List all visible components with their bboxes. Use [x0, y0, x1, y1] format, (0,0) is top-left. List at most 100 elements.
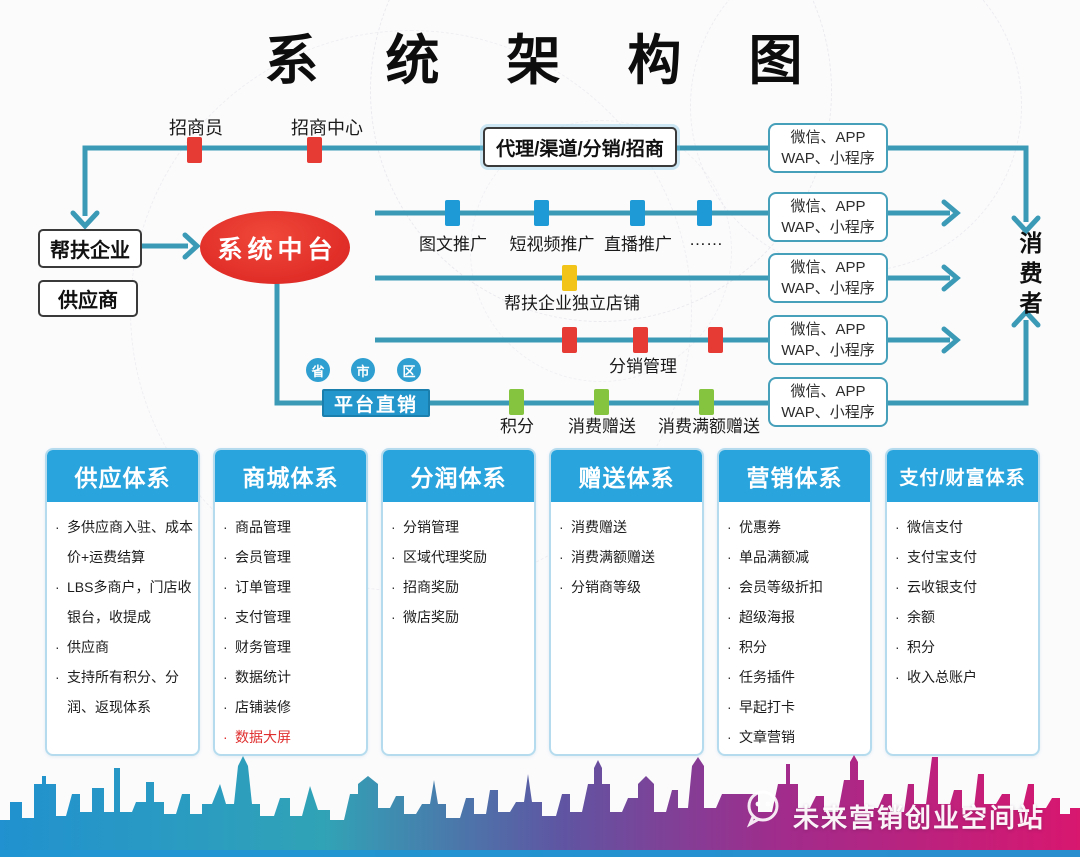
- recruit-center-label: 招商中心: [291, 118, 363, 138]
- node-square-promo-2: [534, 200, 549, 226]
- channel-line2: WAP、小程序: [781, 404, 875, 421]
- promo-label-3: 直播推广: [604, 235, 672, 254]
- promo-label-2: 短视频推广: [509, 235, 595, 254]
- column-item: ·支持所有积分、分润、返现体系: [55, 669, 179, 715]
- region-circle-province: 省: [306, 358, 330, 382]
- node-square-gift-1: [594, 389, 609, 415]
- column-item: ·支付管理: [223, 609, 291, 625]
- column-marketing-system: 营销体系 ·优惠券 ·单品满额减 ·会员等级折扣 ·超级海报 ·积分 ·任务插件…: [717, 448, 872, 756]
- channel-box-5: 微信、APP WAP、小程序: [768, 377, 888, 427]
- column-item-highlight: ·数据大屏: [223, 729, 291, 745]
- column-item: ·招商奖励: [391, 579, 459, 595]
- column-item: ·单品满额减: [727, 549, 809, 565]
- node-square-shop: [562, 265, 577, 291]
- column-item: ·文章营销: [727, 729, 795, 745]
- column-item: ·消费满额赠送: [559, 549, 655, 565]
- brand-chat-bubble-icon: [746, 790, 779, 828]
- column-header: 支付/财富体系: [887, 450, 1038, 502]
- agent-channel-box: 代理/渠道/分销/招商: [483, 127, 677, 167]
- skyline-base-strip: [0, 850, 1080, 857]
- channel-line2: WAP、小程序: [781, 280, 875, 297]
- region-circle-city: 市: [351, 358, 375, 382]
- column-item: ·微店奖励: [391, 609, 459, 625]
- column-item: ·消费赠送: [559, 519, 627, 535]
- column-item: ·收入总账户: [895, 669, 977, 685]
- column-header: 商城体系: [215, 450, 366, 502]
- arrow-right-icon: [941, 199, 961, 227]
- column-item: ·商品管理: [223, 519, 291, 535]
- consume-gift-label: 消费赠送: [568, 417, 636, 436]
- node-square-recruit-center: [307, 137, 322, 163]
- column-item: ·分销管理: [391, 519, 459, 535]
- consume-full-gift-label: 消费满额赠送: [658, 417, 760, 436]
- node-square-dist-2: [633, 327, 648, 353]
- column-item: ·订单管理: [223, 579, 291, 595]
- column-gift-system: 赠送体系 ·消费赠送 ·消费满额赠送 ·分销商等级: [549, 448, 704, 756]
- shop-label: 帮扶企业独立店铺: [504, 294, 640, 313]
- points-label: 积分: [500, 417, 534, 436]
- node-square-promo-1: [445, 200, 460, 226]
- help-enterprise-box: 帮扶企业: [38, 229, 142, 268]
- column-mall-system: 商城体系 ·商品管理 ·会员管理 ·订单管理 ·支付管理 ·财务管理 ·数据统计…: [213, 448, 368, 756]
- column-item-list: ·商品管理 ·会员管理 ·订单管理 ·支付管理 ·财务管理 ·数据统计 ·店铺装…: [215, 512, 366, 752]
- column-item: ·积分: [895, 639, 935, 655]
- region-circle-district: 区: [397, 358, 421, 382]
- column-supply-system: 供应体系 ·多供应商入驻、成本价+运费结算 ·LBS多商户，门店收银台，收提成 …: [45, 448, 200, 756]
- background-globe-arc: [470, 120, 732, 382]
- column-profit-system: 分润体系 ·分销管理 ·区域代理奖励 ·招商奖励 ·微店奖励: [381, 448, 536, 756]
- column-item: ·供应商: [55, 639, 109, 655]
- channel-line1: 微信、APP: [790, 321, 866, 338]
- column-item-list: ·多供应商入驻、成本价+运费结算 ·LBS多商户，门店收银台，收提成 ·供应商 …: [47, 512, 198, 722]
- arrow-right-icon: [182, 232, 201, 260]
- column-item: ·多供应商入驻、成本价+运费结算: [55, 519, 193, 565]
- arrow-down-icon: [70, 210, 100, 230]
- channel-line1: 微信、APP: [790, 129, 866, 146]
- column-item-list: ·优惠券 ·单品满额减 ·会员等级折扣 ·超级海报 ·积分 ·任务插件 ·早起打…: [719, 512, 870, 752]
- channel-line1: 微信、APP: [790, 259, 866, 276]
- column-item: ·云收银支付: [895, 579, 977, 595]
- column-item: ·超级海报: [727, 609, 795, 625]
- column-item: ·店铺装修: [223, 699, 291, 715]
- arrow-down-icon: [1011, 215, 1041, 235]
- page-title: 系 统 架 构 图: [264, 31, 829, 91]
- channel-box-2: 微信、APP WAP、小程序: [768, 192, 888, 242]
- column-item-list: ·微信支付 ·支付宝支付 ·云收银支付 ·余额 ·积分 ·收入总账户: [887, 512, 1038, 692]
- promo-label-more: ……: [689, 230, 723, 249]
- column-item: ·会员等级折扣: [727, 579, 823, 595]
- arrow-right-icon: [941, 326, 961, 354]
- flow-direct-line: [274, 278, 1029, 406]
- column-header: 分润体系: [383, 450, 534, 502]
- node-square-promo-4: [697, 200, 712, 226]
- supplier-box: 供应商: [38, 280, 138, 317]
- column-item: ·积分: [727, 639, 767, 655]
- channel-line1: 微信、APP: [790, 198, 866, 215]
- channel-line2: WAP、小程序: [781, 219, 875, 236]
- city-skyline: [0, 755, 1080, 857]
- column-item: ·区域代理奖励: [391, 549, 487, 565]
- column-header: 赠送体系: [551, 450, 702, 502]
- column-item: ·优惠券: [727, 519, 781, 535]
- node-square-dist-3: [708, 327, 723, 353]
- consumer-label: 消费者: [1016, 231, 1042, 321]
- channel-box-4: 微信、APP WAP、小程序: [768, 315, 888, 365]
- channel-box-1: 微信、APP WAP、小程序: [768, 123, 888, 173]
- column-item: ·支付宝支付: [895, 549, 977, 565]
- column-item: ·会员管理: [223, 549, 291, 565]
- distribution-label: 分销管理: [609, 357, 677, 376]
- column-item-list: ·消费赠送 ·消费满额赠送 ·分销商等级: [551, 512, 702, 602]
- column-item: ·数据统计: [223, 669, 291, 685]
- node-square-gift-2: [699, 389, 714, 415]
- system-hub-ellipse: 系统中台: [200, 211, 350, 284]
- node-square-recruiter: [187, 137, 202, 163]
- column-item: ·余额: [895, 609, 935, 625]
- channel-line1: 微信、APP: [790, 383, 866, 400]
- channel-line2: WAP、小程序: [781, 342, 875, 359]
- column-header: 营销体系: [719, 450, 870, 502]
- channel-box-3: 微信、APP WAP、小程序: [768, 253, 888, 303]
- column-header: 供应体系: [47, 450, 198, 502]
- column-item: ·LBS多商户，门店收银台，收提成: [55, 579, 192, 625]
- column-item: ·分销商等级: [559, 579, 641, 595]
- column-item: ·任务插件: [727, 669, 795, 685]
- arrow-right-icon: [941, 264, 961, 292]
